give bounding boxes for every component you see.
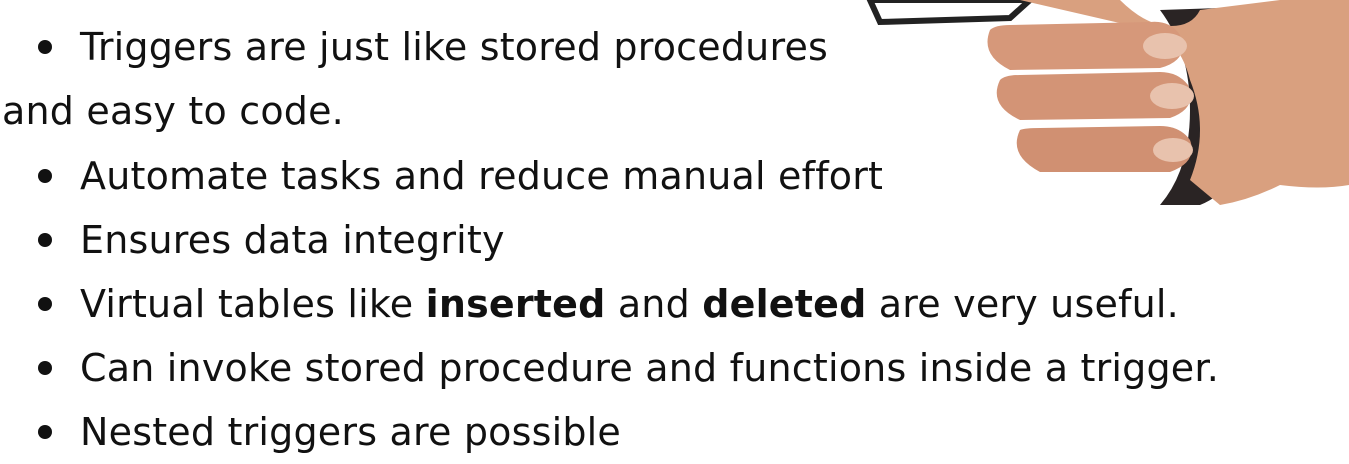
bullet-item-3: Ensures data integrity xyxy=(80,218,505,262)
bullet-dot-3 xyxy=(38,233,52,247)
bullet-item-1-line-1: Triggers are just like stored procedures xyxy=(80,25,829,69)
bullet-item-6: Nested triggers are possible xyxy=(80,410,621,454)
bullet-dot-5 xyxy=(38,361,52,375)
bullet-dot-1 xyxy=(38,40,52,54)
bullet-item-2: Automate tasks and reduce manual effort xyxy=(80,154,884,198)
bullet-item-4-mid: and xyxy=(605,282,703,326)
bullet-item-4: Virtual tables like inserted and deleted… xyxy=(80,281,1179,327)
bullet-item-5: Can invoke stored procedure and function… xyxy=(80,346,1219,390)
hand-gun-grip-icon xyxy=(866,0,1349,205)
bullet-item-1-line-2: and easy to code. xyxy=(2,89,344,133)
bullet-item-4-inserted: inserted xyxy=(425,282,606,326)
bullet-item-4-pre: Virtual tables like xyxy=(80,282,426,326)
bullet-item-4-post: are very useful. xyxy=(866,282,1179,326)
bullet-dot-2 xyxy=(38,169,52,183)
bullet-item-4-deleted: deleted xyxy=(702,282,867,326)
bullet-dot-6 xyxy=(38,425,52,439)
bullet-dot-4 xyxy=(38,297,52,311)
